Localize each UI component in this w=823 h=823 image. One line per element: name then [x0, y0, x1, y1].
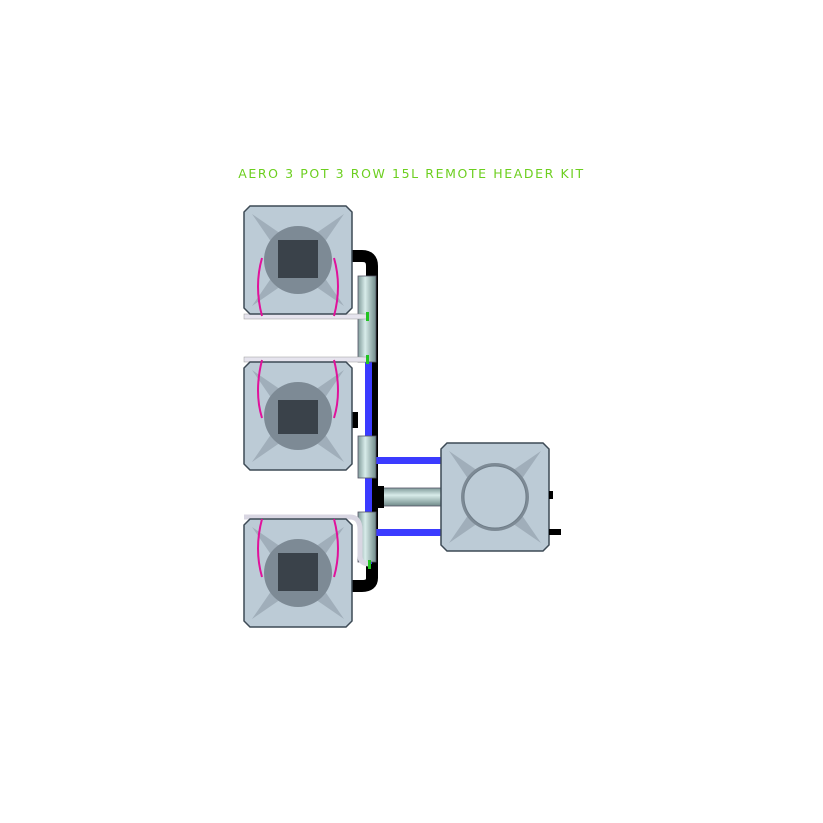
connector-icon — [366, 312, 369, 321]
pot-1 — [243, 205, 353, 317]
mesh-basket — [278, 400, 318, 434]
drain-stub — [350, 412, 358, 428]
kit-title: AERO 3 POT 3 ROW 15L REMOTE HEADER KIT — [238, 166, 585, 181]
reservoir-outlet — [549, 529, 561, 535]
mesh-basket — [278, 240, 318, 278]
connector-icon — [366, 355, 369, 364]
feed-line-reservoir-bottom — [372, 529, 442, 536]
mesh-basket — [278, 553, 318, 591]
header-tube-horizontal — [381, 487, 443, 507]
reservoir-lid — [463, 465, 527, 529]
drip-feed-line — [244, 514, 371, 567]
reservoir-port — [549, 491, 553, 499]
connector-icon — [368, 560, 371, 569]
header-tube — [357, 435, 377, 479]
pot-3 — [243, 518, 353, 628]
reservoir — [440, 442, 561, 552]
drip-line — [257, 257, 339, 317]
pot-2 — [243, 359, 353, 471]
drip-line — [257, 359, 339, 419]
drip-line — [257, 518, 339, 578]
header-tube-endcap — [374, 486, 384, 508]
feed-line-reservoir-top — [372, 457, 442, 464]
